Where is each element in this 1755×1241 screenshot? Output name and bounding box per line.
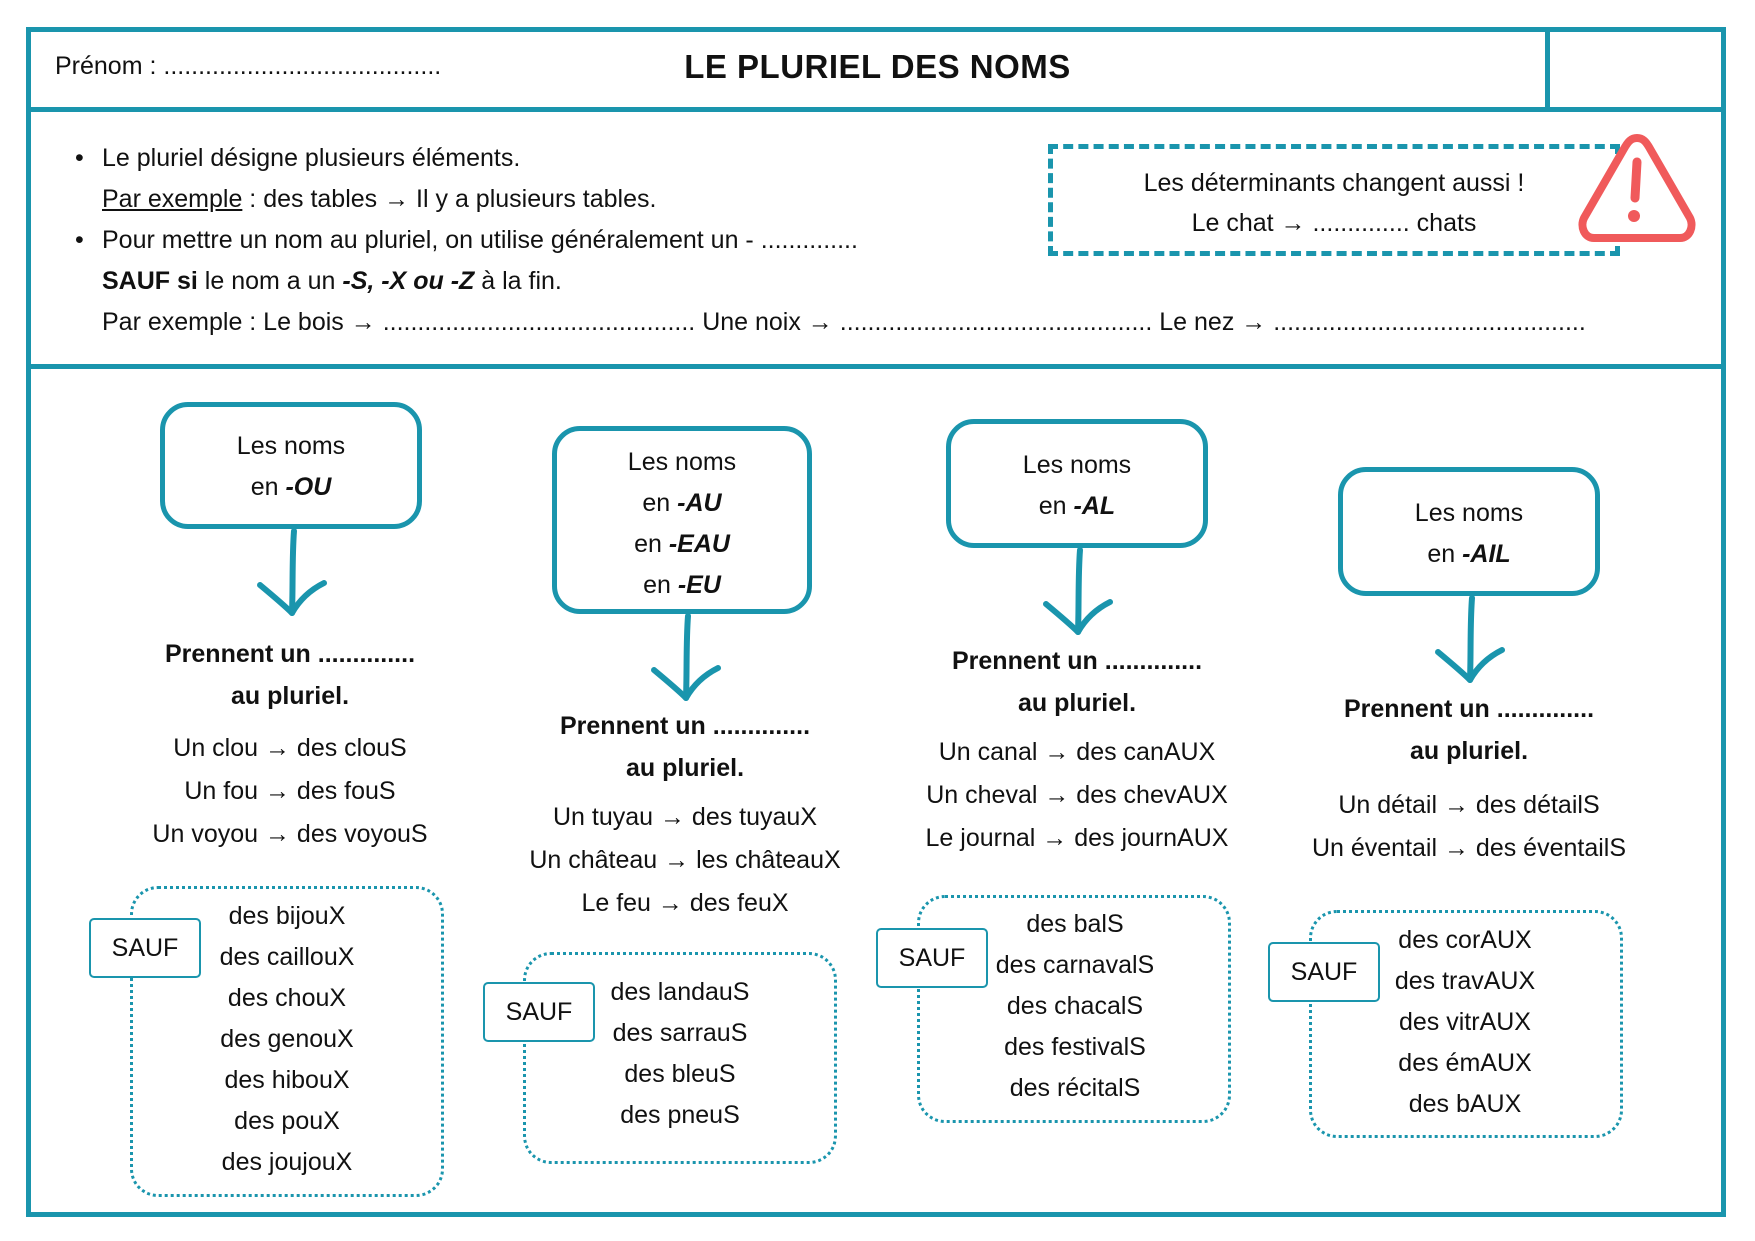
example-line: Le journal → des journAUX — [925, 824, 1229, 852]
warning-line-2: Le chat → .............. chats — [1191, 209, 1477, 237]
example-line: Un château → les châteauX — [529, 846, 841, 874]
example-label: Par exemple — [102, 185, 243, 213]
example-line: Un éventail → des éventailS — [1311, 834, 1627, 862]
sauf-item: des carnavalS — [995, 951, 1155, 979]
box-ending-line: en -EAU — [634, 530, 730, 558]
box-ending-line: en -AU — [642, 489, 722, 517]
box-ou: Les noms en -OU — [160, 402, 422, 529]
column-al: Prennent un .............. au pluriel. U… — [902, 640, 1252, 860]
rule-line: au pluriel. — [625, 754, 745, 782]
box-ending-line: en -AIL — [1427, 540, 1511, 568]
warning-box: Les déterminants changent aussi ! Le cha… — [1048, 144, 1620, 256]
sauf-item: des corAUX — [1398, 926, 1532, 954]
page-title: LE PLURIEL DES NOMS — [684, 48, 1071, 85]
sauf-box-ail — [1309, 910, 1623, 1138]
box-title: Les noms — [1022, 451, 1132, 479]
box-ail: Les noms en -AIL — [1338, 467, 1600, 596]
sauf-item: des joujouX — [221, 1148, 353, 1176]
box-au-eau-eu: Les noms en -AU en -EAU en -EU — [552, 426, 812, 614]
rule-line: Prennent un .............. — [1343, 695, 1595, 723]
curved-down-arrow-icon — [1435, 595, 1505, 683]
sauf-box-au — [523, 952, 837, 1164]
rule-line: Prennent un .............. — [951, 647, 1203, 675]
rule-line-1: Le pluriel désigne plusieurs éléments. — [102, 144, 521, 172]
sauf-item: des bijouX — [228, 902, 346, 930]
sauf-end: à la fin. — [474, 267, 562, 295]
rule-sauf: SAUF si le nom a un -S, -X ou -Z à la fi… — [102, 261, 562, 302]
warning-triangle-icon — [1578, 134, 1696, 242]
warning-line-1: Les déterminants changent aussi ! — [1143, 169, 1525, 197]
curved-down-arrow-icon — [1043, 547, 1113, 635]
sauf-item: des travAUX — [1394, 967, 1536, 995]
sauf-item: des bleuS — [624, 1060, 736, 1088]
sauf-label: SAUF — [483, 982, 595, 1042]
example-line: Un fou → des fouS — [184, 777, 396, 805]
example-text: : des tables → Il y a plusieurs tables. — [242, 185, 657, 213]
sauf-item: des chacalS — [1006, 992, 1144, 1020]
rule-line: au pluriel. — [1017, 689, 1137, 717]
sauf-box-ou — [130, 886, 444, 1197]
rules-divider — [26, 364, 1726, 369]
box-ending-line: en -EU — [643, 571, 721, 599]
sauf-list-ail: des corAUX des travAUX des vitrAUX des é… — [1375, 920, 1555, 1125]
sauf-list-au: des landauS des sarrauS des bleuS des pn… — [590, 972, 770, 1136]
sauf-label: SAUF — [89, 918, 201, 978]
box-title: Les noms — [627, 448, 737, 476]
sauf-item: des récitalS — [1009, 1074, 1141, 1102]
rule-line-5: Par exemple : Le bois → ................… — [102, 308, 1586, 336]
column-au-eau-eu: Prennent un .............. au pluriel. U… — [510, 705, 860, 925]
box-title: Les noms — [1414, 499, 1524, 527]
sauf-item: des bAUX — [1408, 1090, 1522, 1118]
sauf-label: SAUF — [876, 928, 988, 988]
rule-line: Prennent un .............. — [164, 640, 416, 668]
rule-line: au pluriel. — [230, 682, 350, 710]
column-ou: Prennent un .............. au pluriel. U… — [115, 633, 465, 856]
score-box — [1550, 32, 1721, 107]
rule-line-3: Pour mettre un nom au pluriel, on utilis… — [102, 226, 858, 254]
column-ail: Prennent un .............. au pluriel. U… — [1294, 688, 1644, 870]
sauf-label: SAUF — [1268, 942, 1380, 1002]
sauf-item: des genouX — [220, 1025, 354, 1053]
header-divider — [26, 107, 1726, 112]
sauf-endings: -S, -X ou -Z — [342, 267, 475, 295]
sauf-item: des émAUX — [1398, 1049, 1532, 1077]
rule-line: au pluriel. — [1409, 737, 1529, 765]
sauf-item: des vitrAUX — [1399, 1008, 1531, 1036]
score-box-divider — [1545, 27, 1550, 110]
sauf-item: des festivalS — [1004, 1033, 1146, 1061]
example-line: Un cheval → des chevAUX — [926, 781, 1228, 809]
box-ending-line: en -OU — [250, 473, 332, 501]
example-line: Un clou → des clouS — [173, 734, 407, 762]
sauf-item: des balS — [1026, 910, 1124, 938]
bullet: • — [75, 144, 84, 172]
curved-down-arrow-icon — [651, 613, 721, 701]
example-line: Un tuyau → des tuyauX — [552, 803, 818, 831]
curved-down-arrow-icon — [257, 528, 327, 616]
sauf-list-ou: des bijouX des caillouX des chouX des ge… — [190, 896, 384, 1183]
sauf-item: des hibouX — [224, 1066, 350, 1094]
rule-line: Prennent un .............. — [559, 712, 811, 740]
example-line: Le feu → des feuX — [581, 889, 789, 917]
sauf-item: des pneuS — [620, 1101, 740, 1129]
sauf-item: des sarrauS — [612, 1019, 748, 1047]
sauf-si: SAUF si — [102, 267, 198, 295]
sauf-item: des landauS — [610, 978, 750, 1006]
rule-example: Par exemple : des tables → Il y a plusie… — [102, 179, 656, 220]
box-title: Les noms — [236, 432, 346, 460]
worksheet-frame — [26, 27, 1726, 1217]
example-line: Un canal → des canAUX — [938, 738, 1216, 766]
sauf-list-al: des balS des carnavalS des chacalS des f… — [985, 904, 1165, 1109]
box-ending-line: en -AL — [1038, 492, 1116, 520]
example-line: Un voyou → des voyouS — [152, 820, 428, 848]
sauf-box-al — [917, 895, 1231, 1123]
box-al: Les noms en -AL — [946, 419, 1208, 548]
example-line: Un détail → des détailS — [1338, 791, 1600, 819]
sauf-mid: le nom a un — [197, 267, 343, 295]
sauf-item: des caillouX — [219, 943, 355, 971]
bullet: • — [75, 226, 84, 254]
prenom-field: Prénom : ...............................… — [55, 52, 442, 80]
sauf-item: des pouX — [234, 1107, 340, 1135]
sauf-item: des chouX — [227, 984, 347, 1012]
